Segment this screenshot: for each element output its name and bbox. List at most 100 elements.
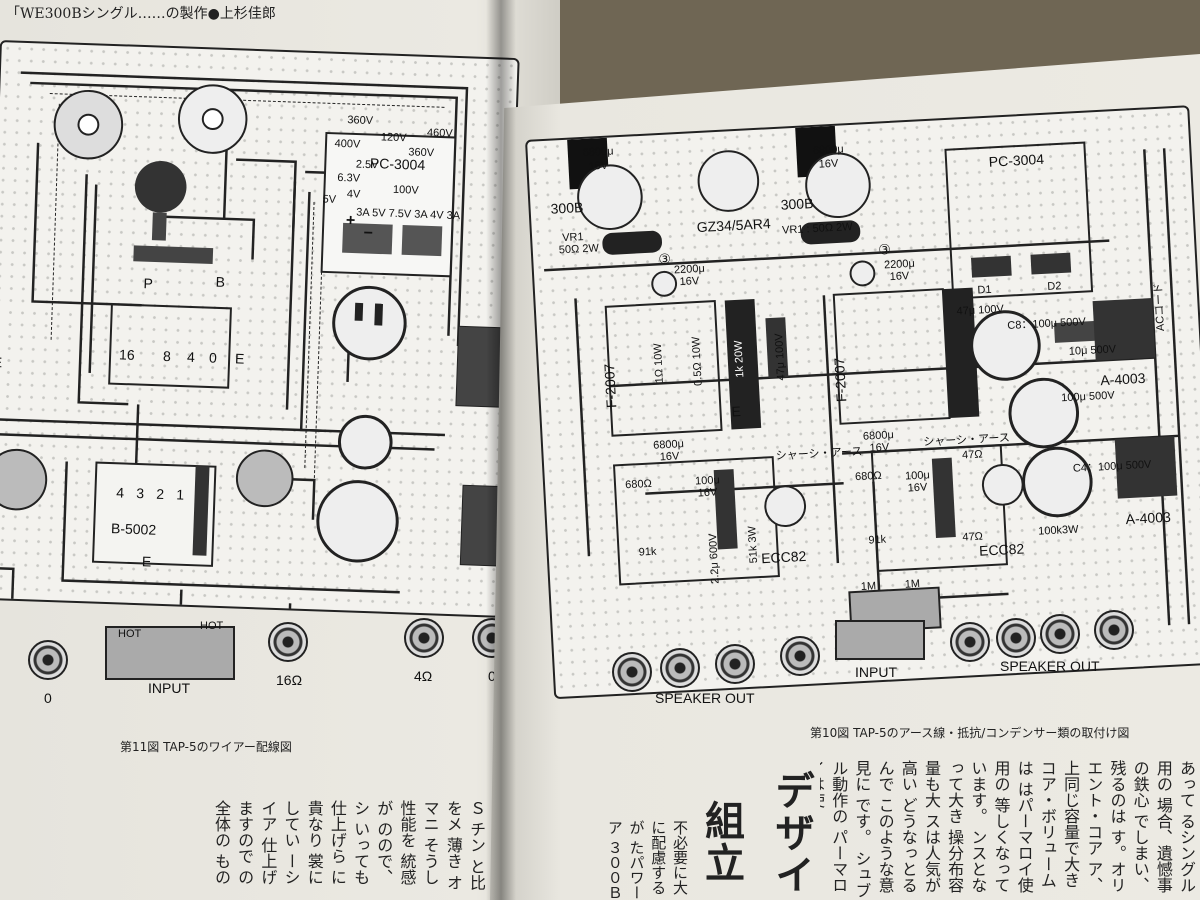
ecc82-right: ECC82 bbox=[978, 540, 1025, 559]
speaker-out-jack-3 bbox=[715, 644, 755, 684]
right-body-line: スは人気が高い bbox=[898, 760, 941, 894]
f2007-right: F-2007 bbox=[831, 357, 850, 403]
left-body-line: と比 bbox=[467, 858, 486, 891]
r680-right: 680Ω bbox=[854, 469, 882, 484]
left-body-line: 統感が bbox=[374, 800, 417, 886]
wiring-diagram-board: 360V 120V 460V 360V 400V PC-3004 100V 6.… bbox=[0, 40, 520, 618]
v16b-label: 16V bbox=[818, 157, 839, 171]
r-1k20w-label: 1k 20W bbox=[732, 340, 747, 379]
e-bottom-label: E bbox=[141, 553, 152, 570]
speaker-out-jack-4 bbox=[780, 636, 820, 676]
circle-3-a: ③ bbox=[658, 250, 672, 268]
tap-e-label: E bbox=[234, 350, 245, 367]
right-body-line: コア・ボリュームは bbox=[1014, 760, 1057, 888]
c2200b-label: 2200μ bbox=[883, 257, 916, 272]
v460-label: 460V bbox=[426, 126, 453, 140]
right-body-line: あって bbox=[1177, 760, 1196, 808]
speaker-out-jack-7 bbox=[1040, 614, 1080, 654]
input-jack-block-left bbox=[105, 626, 235, 680]
b5002-label: B-5002 bbox=[110, 520, 157, 538]
input-jack-block-right bbox=[835, 620, 925, 660]
speaker-out-jack-8 bbox=[1094, 610, 1134, 650]
speaker-out-left-label: SPEAKER OUT bbox=[655, 690, 755, 706]
r1m-b-label: 1M bbox=[904, 577, 921, 591]
right-body-line: 場合、遺憾事の鉄心 bbox=[1130, 760, 1173, 894]
left-body-line: 裳にしてい bbox=[281, 800, 324, 886]
hot-label-2: HOT bbox=[200, 620, 224, 632]
left-body-line: ますので bbox=[235, 800, 255, 864]
f2007-left: F-2007 bbox=[601, 363, 620, 409]
left-body-line: に貴なり bbox=[304, 800, 347, 886]
r1m-a-label: 1M bbox=[860, 580, 877, 594]
v16c-label: 16V bbox=[679, 275, 700, 289]
v4-label: 4V bbox=[346, 188, 361, 201]
pin-2-label: 2 bbox=[155, 485, 165, 502]
v16f-label: 16V bbox=[869, 441, 890, 455]
out-0a-label: 0 bbox=[44, 690, 52, 706]
c2200a-label: 2200μ bbox=[673, 262, 706, 277]
r47ohm-label: 47Ω bbox=[961, 448, 983, 462]
v16e-label: 16V bbox=[659, 450, 680, 464]
left-body-line: のので、シ bbox=[351, 800, 394, 886]
c6800b-label: 6800μ bbox=[812, 143, 845, 157]
a4003-bottom: A-4003 bbox=[1125, 508, 1172, 528]
c47u-label: 47μ 100V bbox=[773, 332, 788, 381]
left-body-line: をメ bbox=[443, 800, 463, 832]
ac-cord-label: ACコード bbox=[1152, 282, 1168, 332]
v16g-label: 16V bbox=[697, 486, 718, 500]
right-body-line: す。オリエント・コア bbox=[1084, 760, 1127, 894]
tube-300b-right: 300B bbox=[780, 195, 814, 213]
right-body-line: どうなっとるんで bbox=[875, 760, 918, 894]
hot-label-1: HOT bbox=[118, 628, 142, 640]
c6800c-label: 6800μ bbox=[652, 438, 685, 452]
v400-label: 400V bbox=[334, 137, 361, 151]
minus-sign: − bbox=[363, 224, 374, 243]
input-label-left: INPUT bbox=[148, 680, 190, 696]
figure-10-caption: 第10図 TAP-5のアース線・抵抗/コンデンサー類の取付け図 bbox=[810, 726, 1130, 740]
v25-label: 2.5V bbox=[355, 158, 379, 172]
grounding-diagram-board: 6800μ 16V 6800μ 16V 300B 300B VR1 50Ω 2W… bbox=[525, 105, 1200, 700]
circle-3-b: ③ bbox=[877, 241, 892, 258]
wiring-diagram bbox=[0, 71, 518, 616]
v16d-label: 16V bbox=[889, 270, 910, 284]
v120-label: 120V bbox=[380, 131, 407, 145]
a4003-top: A-4003 bbox=[1099, 369, 1146, 389]
c2u600v-label: 2.2μ 600V bbox=[707, 533, 722, 585]
left-body-line: もの bbox=[211, 853, 231, 886]
output-jack-4 bbox=[404, 618, 444, 658]
r680-left: 680Ω bbox=[624, 477, 653, 492]
v16a-label: 16V bbox=[588, 159, 609, 173]
speaker-out-jack-5 bbox=[950, 622, 990, 662]
left-page: 「WE300Bシングル……の製作●上杉佳郎 bbox=[0, 0, 560, 900]
figure-11-caption: 第11図 TAP-5のワイアー配線図 bbox=[120, 740, 292, 754]
tap-8-label: 8 bbox=[162, 347, 172, 365]
c6800d-label: 6800μ bbox=[862, 429, 895, 443]
left-body-line: 性能を bbox=[397, 800, 417, 848]
left-body-line: Ｓ bbox=[467, 800, 486, 816]
e-label: E bbox=[731, 403, 742, 420]
pin-3-label: 3 bbox=[135, 485, 145, 502]
right-body-line: はパーマロイ使用の bbox=[991, 760, 1034, 894]
grounding-diagram bbox=[544, 125, 1191, 633]
out-0b-label: 0 bbox=[488, 668, 496, 684]
d1-label: D1 bbox=[977, 283, 992, 297]
right-body-text: あって るシングル用の 場合、遺憾事の鉄心 でしまい、残るのは す。オリエント・… bbox=[820, 760, 1198, 900]
left-body-line: の全体の bbox=[211, 800, 255, 886]
output-jack-0-left bbox=[28, 640, 68, 680]
c10u-label: 10μ 500V bbox=[1068, 343, 1117, 358]
r-1ohm-label: 1Ω 10W bbox=[651, 343, 666, 384]
speaker-out-jack-1 bbox=[612, 652, 652, 692]
v100-label: 100V bbox=[392, 183, 419, 197]
pin-1-label: 1 bbox=[175, 486, 185, 503]
speaker-out-jack-2 bbox=[660, 648, 700, 688]
right-body-line: 等しくなっています。 bbox=[968, 760, 1011, 894]
r100k3w-label: 100k3W bbox=[1037, 523, 1079, 538]
tap-16-label: 16 bbox=[118, 346, 135, 363]
right-body-line: でしまい、残るのは bbox=[1107, 760, 1150, 894]
speaker-out-jack-6 bbox=[996, 618, 1036, 658]
out-16-label: 16Ω bbox=[276, 672, 303, 688]
terminal-p-label: P bbox=[143, 275, 154, 292]
left-body-line: 薄き bbox=[443, 837, 463, 870]
right-body-line: パーマロイは使 bbox=[820, 760, 849, 894]
